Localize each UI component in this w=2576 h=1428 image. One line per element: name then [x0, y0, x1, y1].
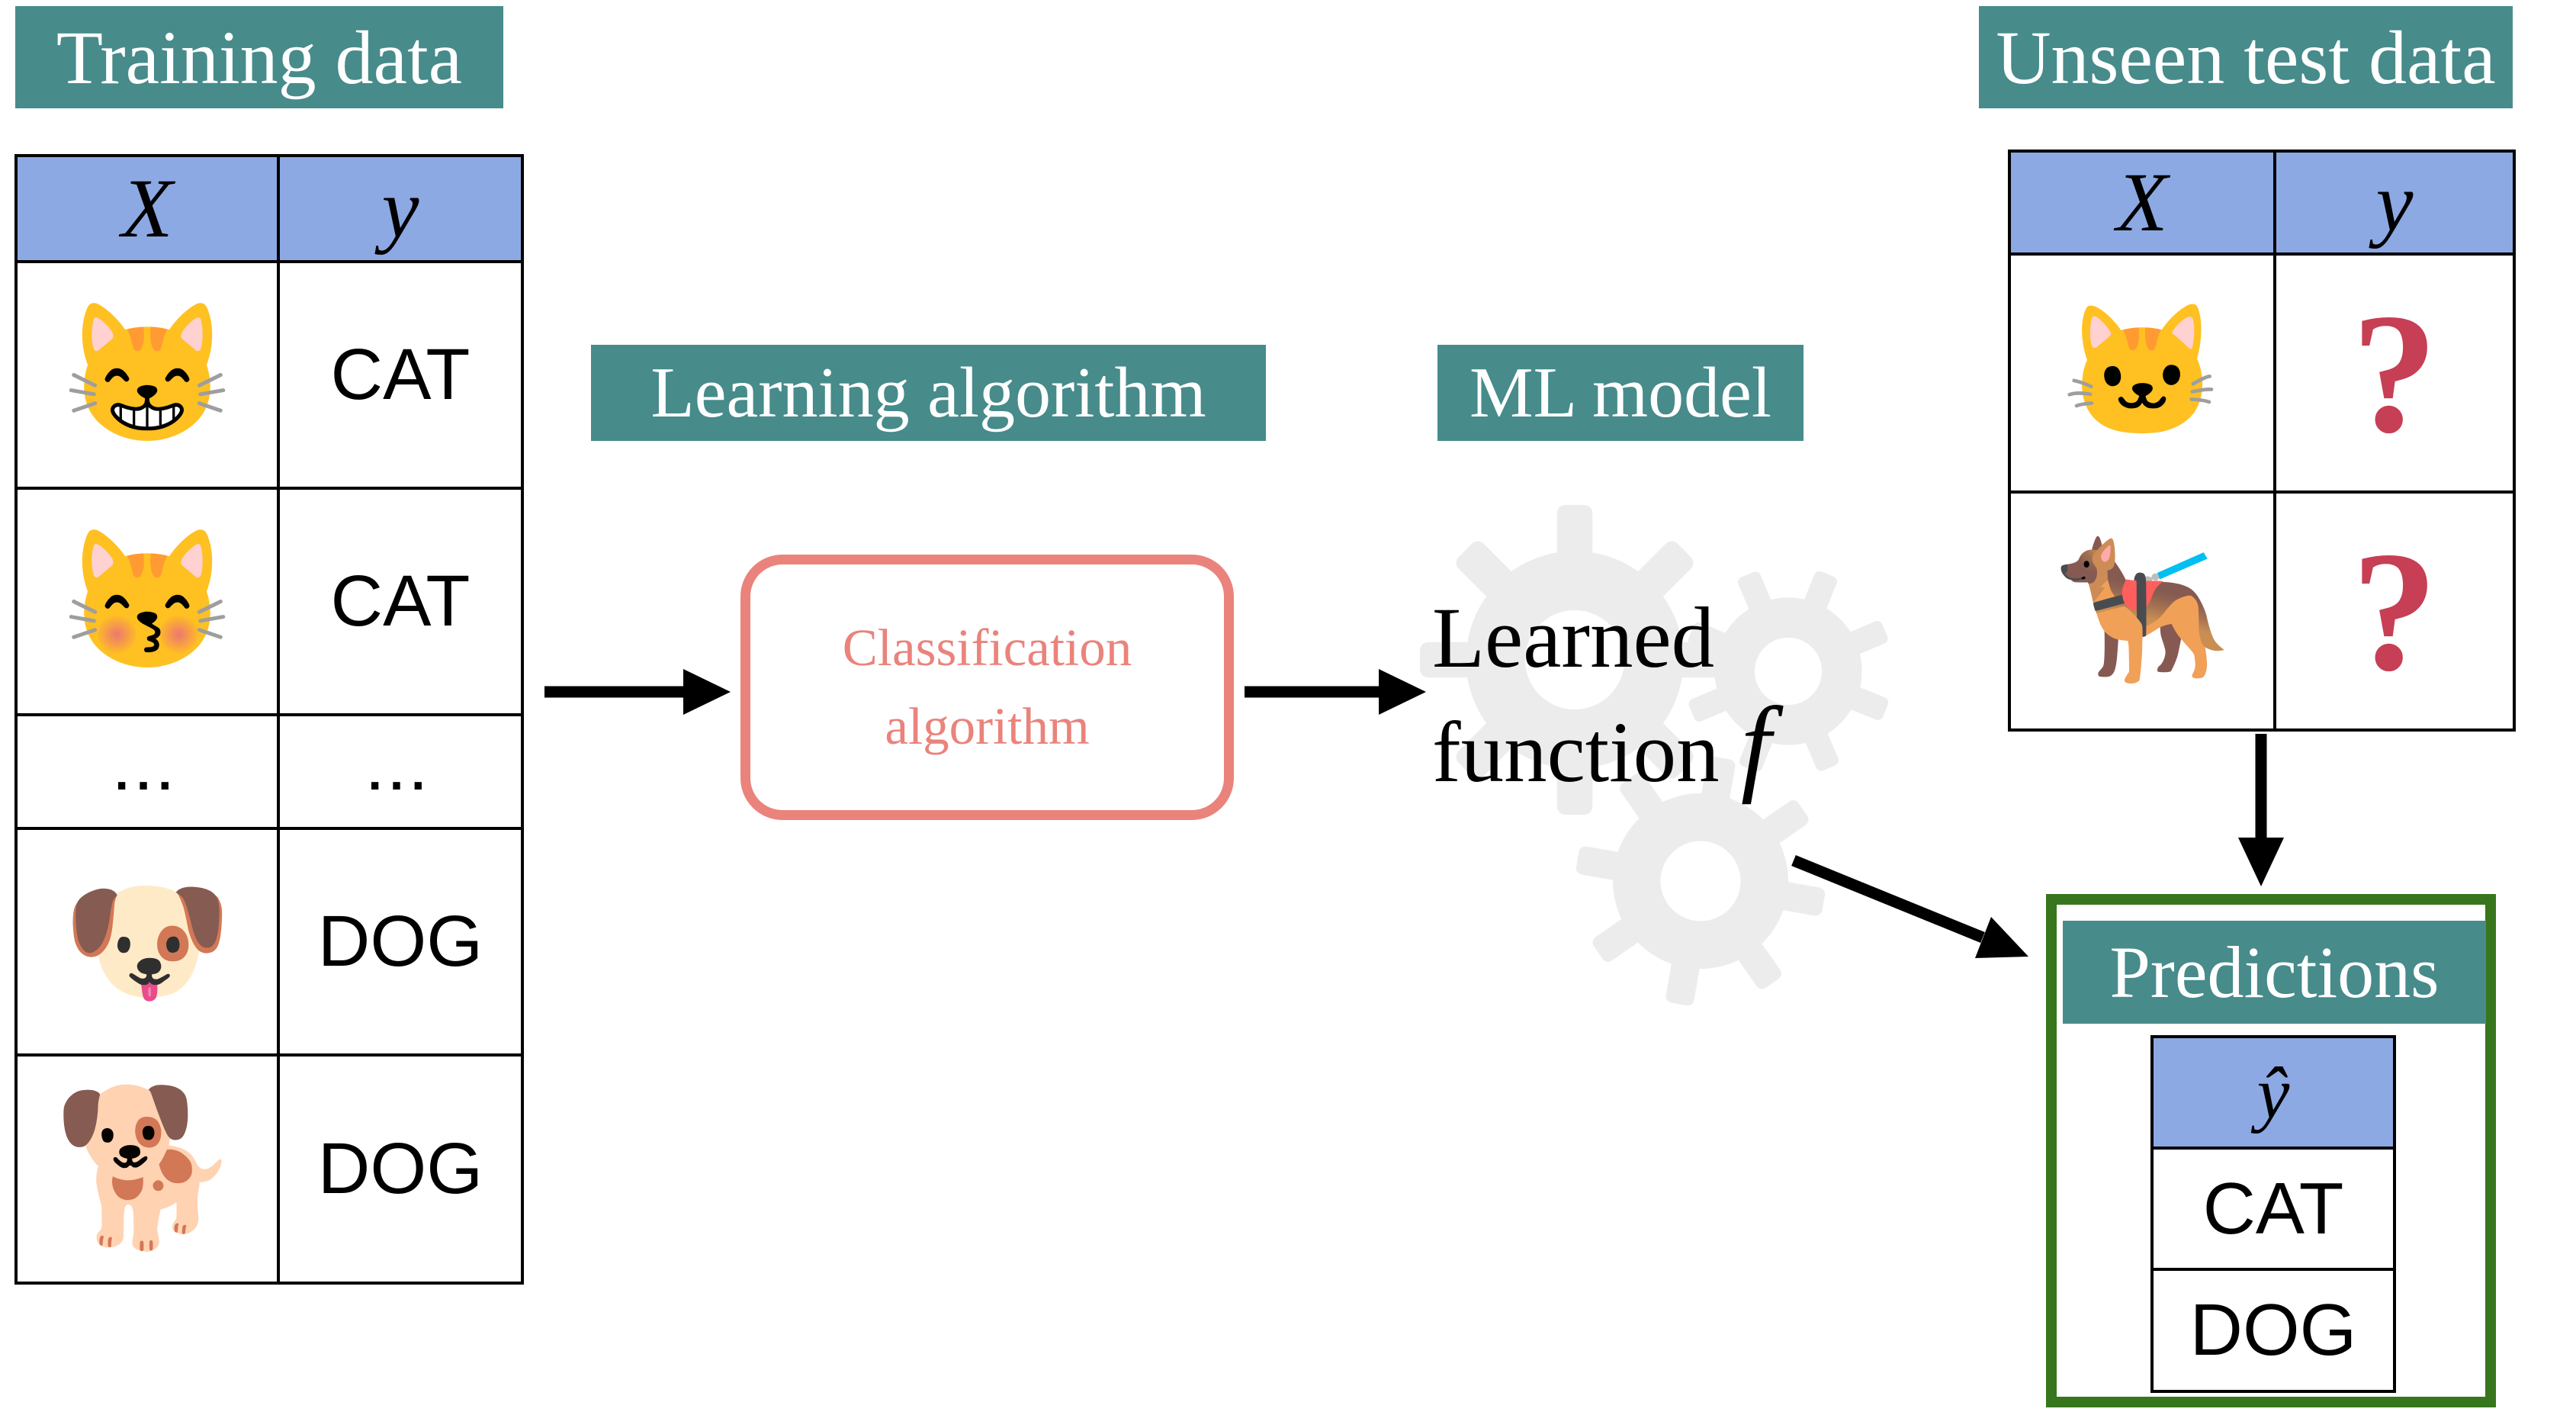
- prediction-cell: DOG: [2189, 1289, 2357, 1371]
- table-row: DOG: [2154, 1268, 2393, 1390]
- ml-model-label: ML model: [1437, 345, 1804, 441]
- learned-caption-line2: function f: [1432, 684, 1771, 805]
- table-row: 🐕 DOG: [18, 1053, 521, 1282]
- classification-box-line2: algorithm: [885, 697, 1090, 755]
- grinning-cat-icon: 😸: [61, 298, 233, 451]
- unseen-test-data-label: Unseen test data: [1979, 6, 2513, 108]
- dog-icon: 🐕: [52, 1084, 243, 1253]
- table-header-row: X y: [2011, 153, 2513, 252]
- column-header-y: y: [2273, 153, 2513, 252]
- column-header-y: y: [277, 157, 521, 260]
- label-cell: DOG: [277, 830, 521, 1053]
- label-cell: CAT: [277, 263, 521, 487]
- unknown-label: ?: [2273, 256, 2513, 490]
- function-f-symbol: f: [1740, 684, 1771, 805]
- table-row: CAT: [2154, 1147, 2393, 1268]
- training-data-table: X y 😸 CAT 😽 CAT ... ... 🐶 DOG 🐕 DOG: [14, 154, 524, 1285]
- table-header-row: X y: [18, 157, 521, 260]
- dog-face-icon: 🐶: [61, 865, 233, 1018]
- table-row-ellipsis: ... ...: [18, 713, 521, 827]
- table-row: 🐕‍🦺 ?: [2011, 490, 2513, 728]
- predictions-label: Predictions: [2063, 921, 2486, 1024]
- ellipsis-icon: ...: [114, 743, 180, 800]
- table-row: 🐶 DOG: [18, 827, 521, 1053]
- table-row: 😽 CAT: [18, 487, 521, 713]
- learning-algorithm-label: Learning algorithm: [591, 345, 1266, 441]
- kissing-cat-icon: 😽: [61, 525, 233, 677]
- ellipsis-icon: ...: [277, 716, 521, 827]
- training-data-label: Training data: [15, 6, 503, 108]
- learned-function-caption: Learned function f: [1432, 581, 2027, 810]
- table-row: 🐱 ?: [2011, 252, 2513, 490]
- learned-caption-line1: Learned: [1432, 590, 1715, 686]
- unknown-label: ?: [2273, 494, 2513, 728]
- service-dog-icon: 🐕‍🦺: [2054, 532, 2231, 690]
- predictions-table: ŷ CAT DOG: [2150, 1035, 2396, 1393]
- cat-face-icon: 🐱: [2061, 301, 2223, 445]
- unseen-test-data-table: X y 🐱 ? 🐕‍🦺 ?: [2008, 150, 2516, 732]
- label-cell: DOG: [277, 1057, 521, 1282]
- column-header-x: X: [2011, 153, 2273, 252]
- column-header-x: X: [18, 157, 277, 260]
- table-header-row: ŷ: [2154, 1038, 2393, 1147]
- prediction-cell: CAT: [2202, 1167, 2344, 1250]
- classification-algorithm-box: Classification algorithm: [740, 555, 1234, 820]
- column-header-y-hat: ŷ: [2154, 1038, 2393, 1147]
- classification-box-line1: Classification: [842, 619, 1132, 677]
- table-row: 😸 CAT: [18, 260, 521, 487]
- label-cell: CAT: [277, 490, 521, 713]
